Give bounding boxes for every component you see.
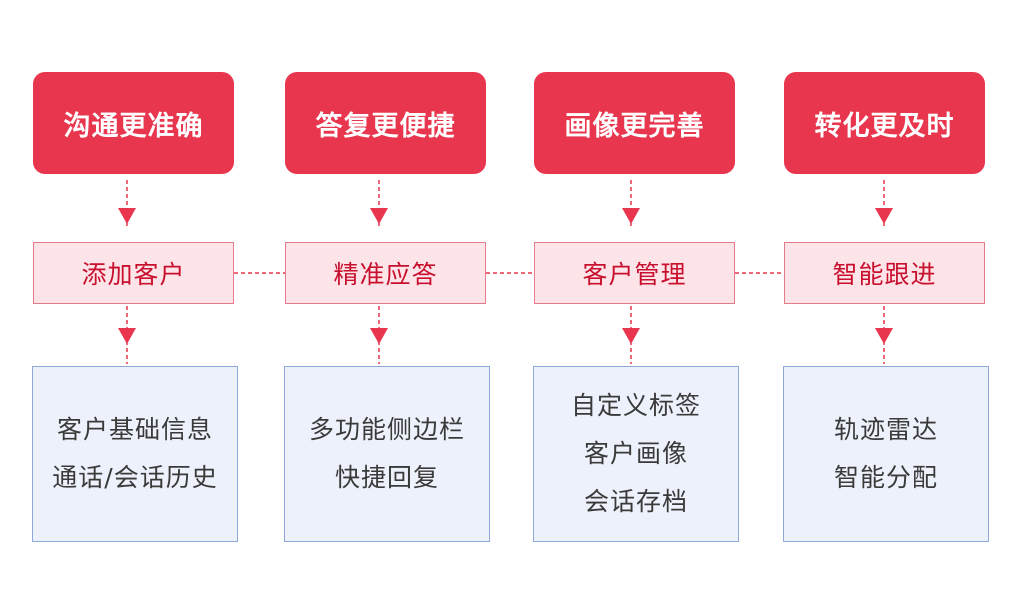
- detail-box-4: 轨迹雷达 智能分配: [783, 366, 989, 542]
- detail-item: 多功能侧边栏: [308, 415, 465, 444]
- arrow-3a: [622, 208, 640, 224]
- goal-box-3: 画像更完善: [534, 72, 735, 174]
- arrow-2a: [370, 208, 388, 224]
- feature-box-1: 添加客户: [33, 242, 234, 304]
- arrow-1a: [118, 208, 136, 224]
- arrow-4b: [875, 328, 893, 344]
- feature-box-2: 精准应答: [285, 242, 486, 304]
- arrow-1b: [118, 328, 136, 344]
- detail-item: 客户基础信息: [56, 415, 213, 444]
- detail-item: 客户画像: [583, 439, 688, 468]
- goal-box-1: 沟通更准确: [33, 72, 234, 174]
- goal-box-2: 答复更便捷: [285, 72, 486, 174]
- detail-item: 快捷回复: [334, 463, 439, 492]
- arrow-4a: [875, 208, 893, 224]
- detail-box-3: 自定义标签 客户画像 会话存档: [533, 366, 739, 542]
- arrow-3b: [622, 328, 640, 344]
- detail-box-2: 多功能侧边栏 快捷回复: [284, 366, 490, 542]
- detail-box-1: 客户基础信息 通话/会话历史: [32, 366, 238, 542]
- detail-item: 会话存档: [583, 487, 688, 516]
- detail-item: 通话/会话历史: [52, 463, 218, 492]
- arrow-2b: [370, 328, 388, 344]
- feature-box-4: 智能跟进: [784, 242, 985, 304]
- feature-box-3: 客户管理: [534, 242, 735, 304]
- detail-item: 自定义标签: [570, 391, 701, 420]
- detail-item: 轨迹雷达: [833, 415, 938, 444]
- detail-item: 智能分配: [833, 463, 938, 492]
- goal-box-4: 转化更及时: [784, 72, 985, 174]
